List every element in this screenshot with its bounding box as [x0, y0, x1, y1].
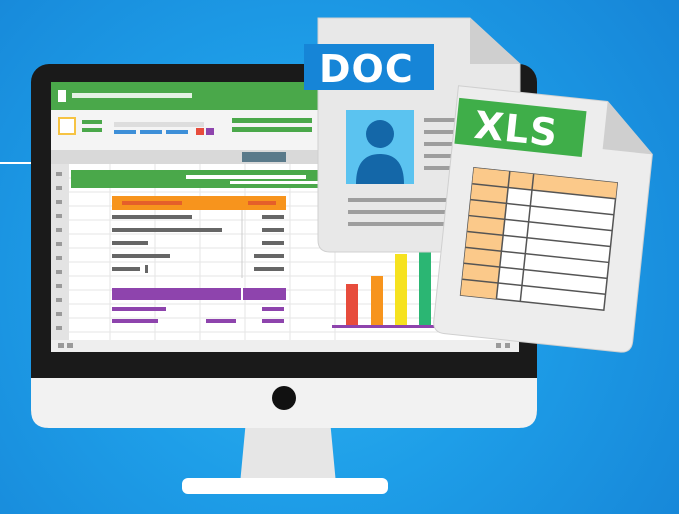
person-avatar-icon [346, 110, 414, 184]
xls-table-graphic [459, 166, 619, 311]
doc-label: DOC [319, 47, 414, 91]
xls-file-icon: XLS [433, 85, 653, 353]
xls-label: XLS [472, 103, 560, 156]
bar-chart-graphic [332, 250, 452, 328]
